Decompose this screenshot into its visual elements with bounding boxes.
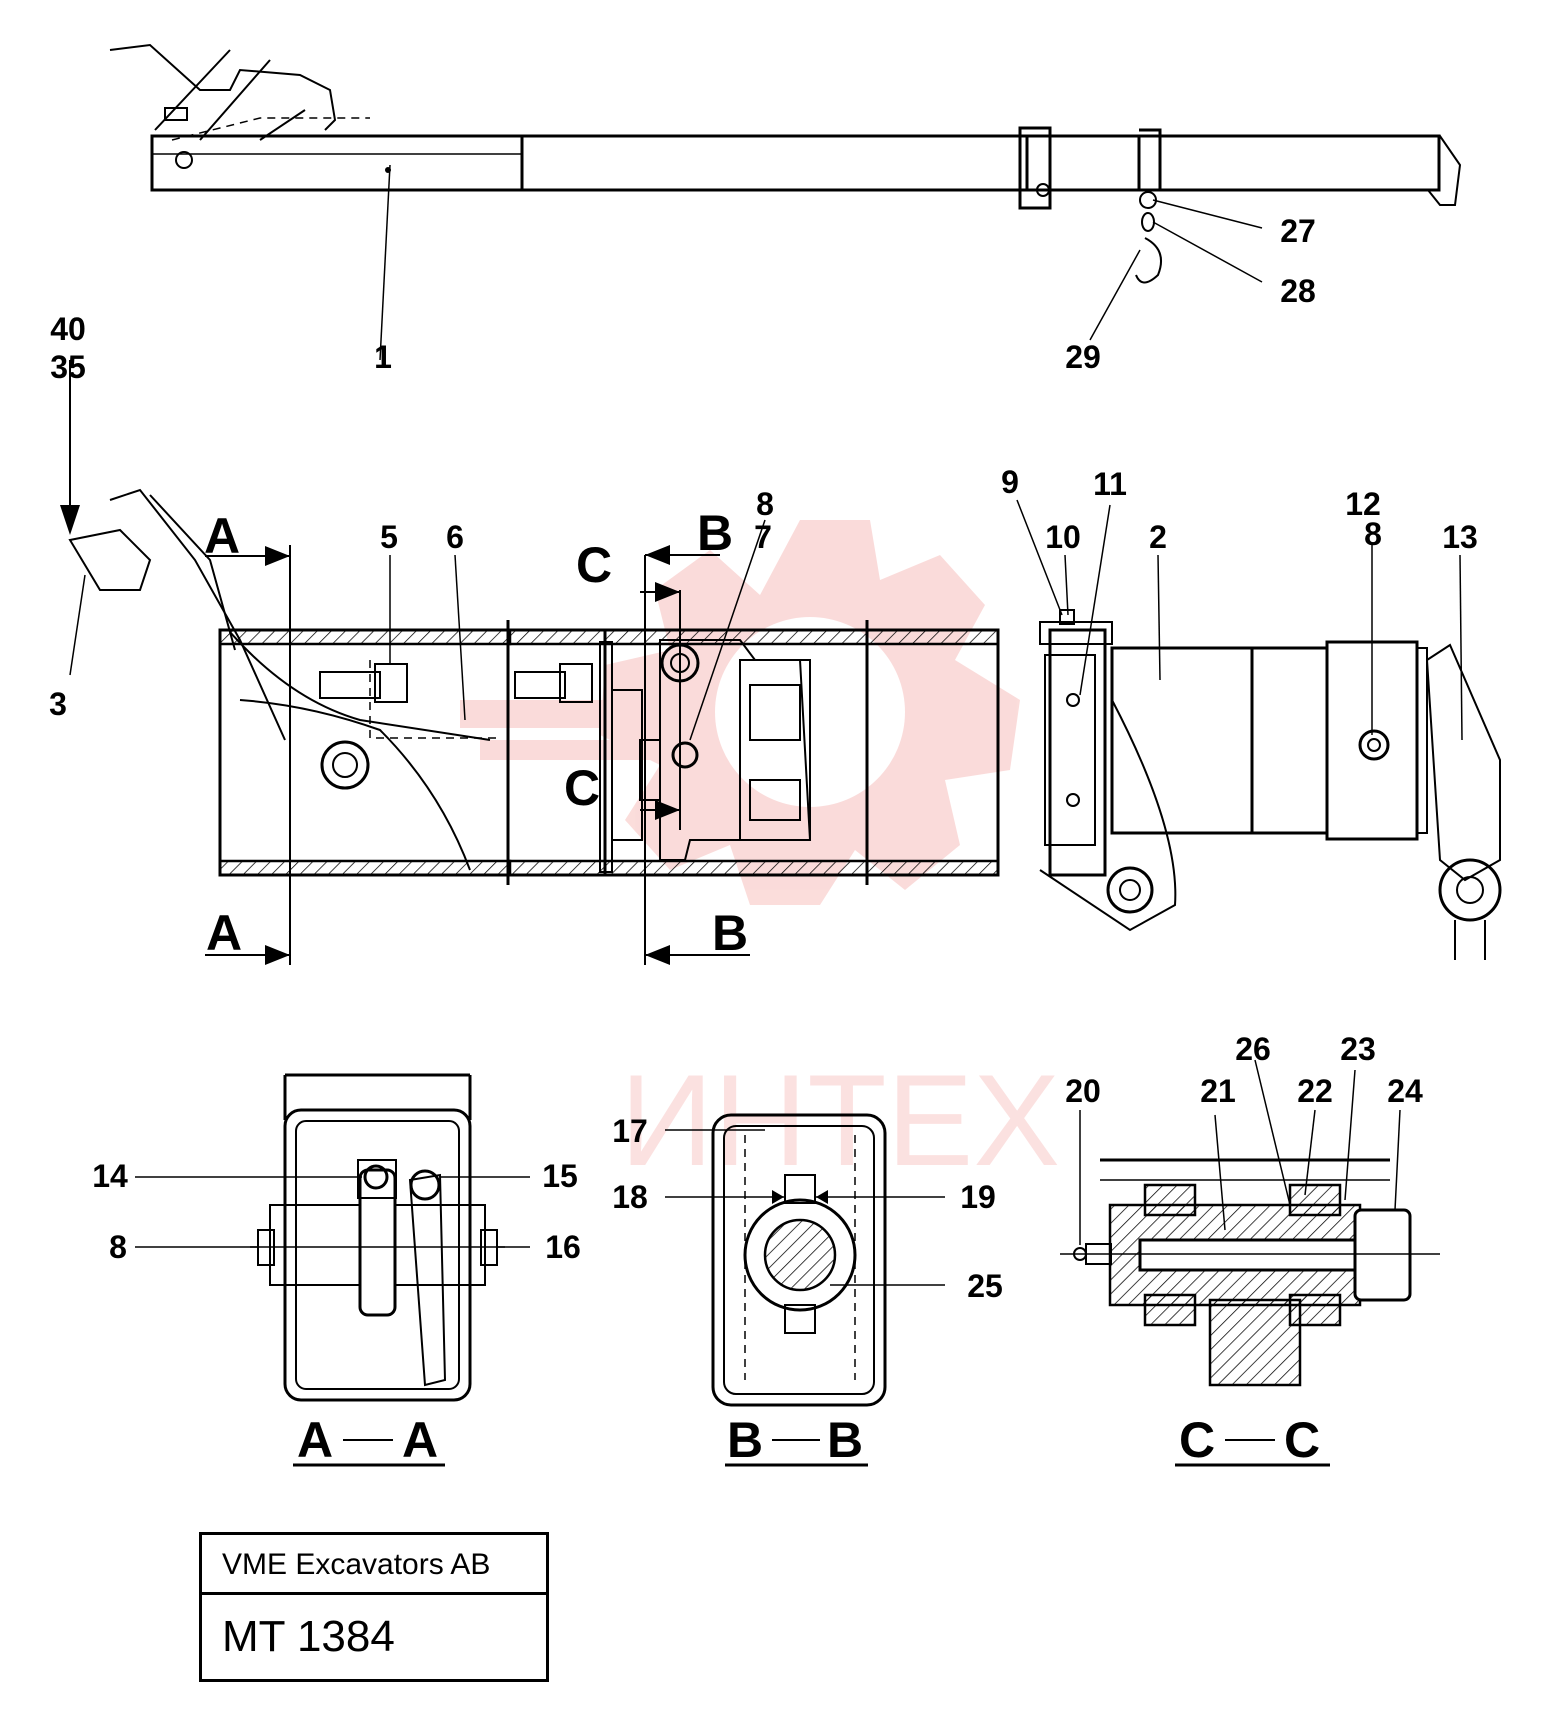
section-b-b xyxy=(665,1113,945,1467)
label-22: 22 xyxy=(1297,1073,1333,1109)
label-16: 16 xyxy=(545,1229,581,1265)
label-11: 11 xyxy=(1093,466,1127,502)
part-number-labels: 1 27 28 29 40 35 3 5 6 8 7 9 10 11 2 12 … xyxy=(49,213,1478,1304)
marker-a-top: A xyxy=(204,508,240,564)
overview-boom xyxy=(109,43,1462,361)
label-28: 28 xyxy=(1280,273,1316,309)
marker-b-bottom: B xyxy=(712,905,748,961)
title-block-company: VME Excavators AB xyxy=(202,1535,546,1595)
label-1: 1 xyxy=(374,339,392,375)
label-20: 20 xyxy=(1065,1073,1101,1109)
label-2: 2 xyxy=(1149,519,1167,555)
label-25: 25 xyxy=(967,1268,1003,1304)
title-aa-left: A xyxy=(297,1412,333,1468)
title-cc-right: C xyxy=(1284,1412,1320,1468)
section-a-a xyxy=(135,1073,530,1467)
label-35: 35 xyxy=(50,349,86,385)
label-17: 17 xyxy=(612,1113,648,1149)
label-24: 24 xyxy=(1387,1073,1423,1109)
section-titles: A A B B C C xyxy=(297,1412,1320,1468)
label-10: 10 xyxy=(1045,519,1081,555)
label-13: 13 xyxy=(1442,519,1478,555)
title-bb-right: B xyxy=(827,1412,863,1468)
label-27: 27 xyxy=(1280,213,1316,249)
label-9: 9 xyxy=(1001,464,1019,500)
marker-c-top: C xyxy=(576,537,612,593)
title-block: VME Excavators AB MT 1384 xyxy=(199,1532,549,1682)
label-19: 19 xyxy=(960,1179,996,1215)
label-5: 5 xyxy=(380,519,398,555)
marker-b-top: B xyxy=(697,505,733,561)
section-markers: A A B B C C xyxy=(204,505,748,961)
label-26: 26 xyxy=(1235,1031,1271,1067)
label-14: 14 xyxy=(92,1158,128,1194)
label-15: 15 xyxy=(542,1158,578,1194)
title-bb-left: B xyxy=(727,1412,763,1468)
label-8-top: 8 xyxy=(756,486,774,522)
marker-c-bottom: C xyxy=(564,760,600,816)
label-23: 23 xyxy=(1340,1031,1376,1067)
main-assembly-view xyxy=(60,360,1502,965)
label-3: 3 xyxy=(49,686,67,722)
label-18: 18 xyxy=(612,1179,648,1215)
label-12: 12 xyxy=(1345,486,1381,522)
label-8-right: 8 xyxy=(1364,516,1382,552)
watermark-text: ИНТЕХ xyxy=(620,1047,1060,1193)
label-40: 40 xyxy=(50,311,86,347)
section-c-c xyxy=(1060,1059,1440,1467)
label-29: 29 xyxy=(1065,339,1101,375)
label-6: 6 xyxy=(446,519,464,555)
marker-a-bottom: A xyxy=(206,905,242,961)
title-cc-left: C xyxy=(1179,1412,1215,1468)
title-aa-right: A xyxy=(402,1412,438,1468)
title-block-drawing-number: MT 1384 xyxy=(222,1612,395,1661)
label-7: 7 xyxy=(754,519,772,555)
label-8-sectionA: 8 xyxy=(109,1229,127,1265)
label-21: 21 xyxy=(1200,1073,1236,1109)
